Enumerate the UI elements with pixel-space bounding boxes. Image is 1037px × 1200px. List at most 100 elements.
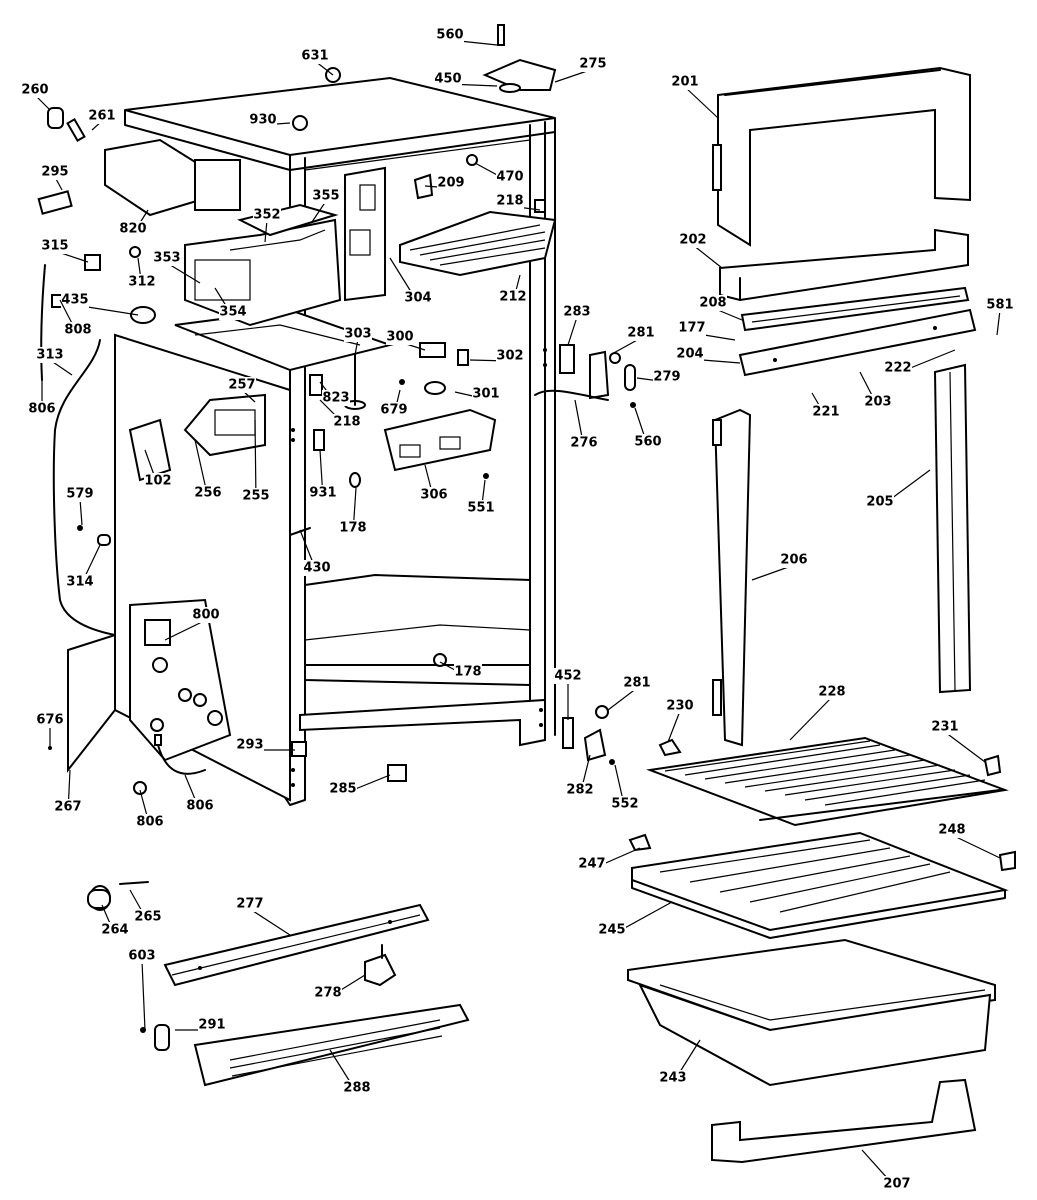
label-background [563,304,591,320]
part-number-label: 823 [322,391,349,406]
part-number-label: 806 [186,799,213,814]
part-number-label: 282 [566,783,593,798]
callout-204: 204 [676,346,741,364]
part-number-label: 450 [434,72,461,87]
part-number-label: 206 [780,553,807,568]
label-background [314,985,342,1001]
callout-201: 201 [671,74,719,119]
callout-303: 303 [344,326,372,356]
part-number-label: 178 [339,521,366,536]
door-gasket-206 [712,408,752,747]
label-background [554,668,582,684]
door-shelf-202 [719,228,969,302]
label-background [329,781,357,797]
callout-243: 243 [659,1039,701,1086]
part-number-label: 313 [36,348,63,363]
part-number-label: 247 [578,857,605,872]
crisper-cover-245 [631,831,1009,939]
part-number-label: 222 [884,361,911,376]
label-background [64,322,92,338]
label-background [192,607,220,623]
callout-823: 823 [319,381,350,406]
part-number-label: 177 [678,321,705,336]
air-duct-304 [344,166,386,302]
callout-581: 581 [986,297,1014,336]
label-background [41,238,69,254]
callout-277: 277 [236,896,291,936]
part-number-label: 281 [627,326,654,341]
callout-247: 247 [578,847,641,872]
rail-277 [163,903,430,987]
label-background [236,896,264,912]
leader-line [141,960,146,1031]
part-number-label: 278 [314,986,341,1001]
part-number-label: 231 [931,720,958,735]
label-background [380,402,408,418]
part-number-label: 261 [88,109,115,124]
part-number-label: 265 [134,910,161,925]
leader-line [567,316,578,346]
callout-450: 450 [434,71,498,87]
callout-221: 221 [811,392,840,420]
part-number-label: 276 [570,436,597,451]
leader-line [254,419,257,502]
label-background [128,274,156,290]
part-number-label: 221 [812,405,839,420]
callout-265: 265 [129,889,162,925]
part-number-label: 931 [309,486,336,501]
label-background [101,922,129,938]
part-number-label: 257 [228,378,255,393]
part-number-label: 208 [699,296,726,311]
small-hardware [37,24,636,795]
part-number-label: 304 [404,291,431,306]
part-number-label: 281 [623,676,650,691]
part-number-label: 603 [128,949,155,964]
callout-102: 102 [144,449,172,489]
callout-212: 212 [499,274,527,305]
part-number-label: 355 [312,189,339,204]
part-number-label: 579 [66,487,93,502]
part-number-label: 291 [198,1018,225,1033]
label-background [454,664,482,680]
callout-288: 288 [329,1049,371,1096]
label-background [566,782,594,798]
label-background [333,414,361,430]
callout-676: 676 [36,712,64,748]
label-background [818,684,846,700]
label-background [219,304,247,320]
label-background [88,108,116,124]
part-number-label: 314 [66,575,93,590]
label-background [598,922,626,938]
part-number-label: 806 [28,402,55,417]
part-number-label: 202 [679,233,706,248]
label-background [128,948,156,964]
label-background [666,698,694,714]
callout-203: 203 [859,371,892,410]
back-panel-267 [67,633,116,773]
part-number-label: 243 [659,1071,686,1086]
callout-209: 209 [424,175,465,191]
part-number-label: 302 [496,349,523,364]
part-number-label: 218 [496,194,523,209]
callout-560b: 560 [634,407,662,450]
divider-208 [740,286,970,332]
callout-579: 579 [66,486,94,526]
label-background [579,56,607,72]
label-background [386,329,414,345]
part-number-label: 560 [436,28,463,43]
callout-245: 245 [598,901,673,938]
callout-551: 551 [467,479,495,516]
part-number-label: 452 [554,669,581,684]
label-background [931,719,959,735]
callout-260: 260 [21,82,51,111]
part-number-label: 201 [671,75,698,90]
callout-279: 279 [636,369,681,385]
callout-231: 231 [931,719,986,763]
callout-285: 285 [329,774,391,797]
callout-806b: 806 [136,789,164,830]
label-background [623,675,651,691]
part-number-label: 352 [253,208,280,223]
part-number-label: 303 [344,327,371,342]
callout-295: 295 [41,164,69,191]
